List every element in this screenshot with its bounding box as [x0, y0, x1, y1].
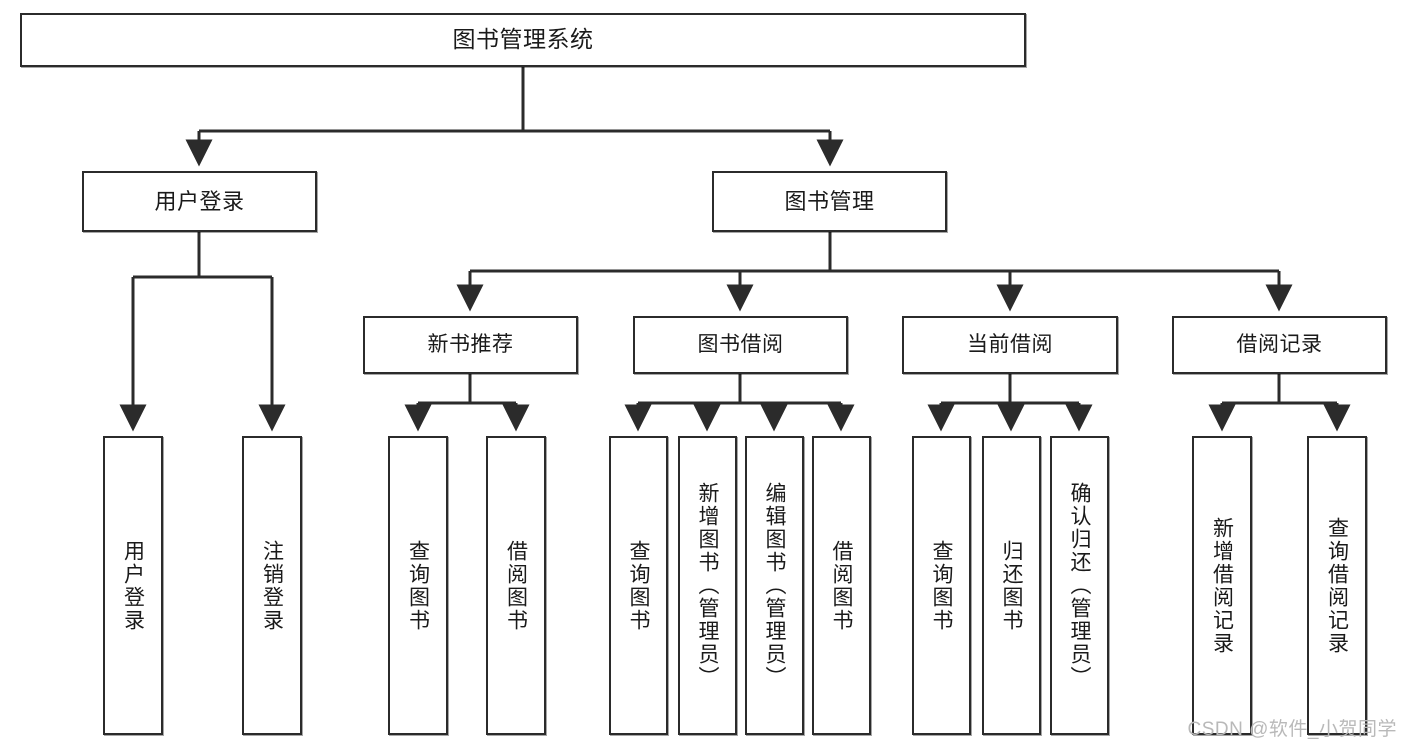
node-label: 用户登录 — [121, 539, 145, 632]
node-leaf-borrow-record-add[interactable]: 新增借阅记录 — [1192, 436, 1252, 735]
node-label: 图书管理系统 — [452, 26, 594, 53]
node-label: 查询借阅记录 — [1325, 516, 1349, 655]
node-label: 查询图书 — [930, 539, 954, 632]
node-label: 借阅记录 — [1236, 332, 1323, 356]
node-current-borrow[interactable]: 当前借阅 — [902, 316, 1118, 374]
node-leaf-new-book-borrow[interactable]: 借阅图书 — [486, 436, 546, 735]
node-user-login[interactable]: 用户登录 — [82, 171, 317, 232]
node-label: 编辑图书（管理员） — [763, 482, 787, 689]
node-root-library-system[interactable]: 图书管理系统 — [20, 13, 1026, 67]
node-new-book-recommend[interactable]: 新书推荐 — [363, 316, 578, 374]
node-label: 归还图书 — [1000, 539, 1024, 632]
node-leaf-book-borrow-borrow[interactable]: 借阅图书 — [812, 436, 871, 735]
node-leaf-borrow-record-query[interactable]: 查询借阅记录 — [1307, 436, 1367, 735]
node-leaf-book-borrow-query[interactable]: 查询图书 — [609, 436, 668, 735]
watermark-text: CSDN @软件_小贺同学 — [1187, 719, 1397, 740]
node-label: 注销登录 — [260, 539, 284, 632]
node-label: 当前借阅 — [967, 332, 1053, 356]
node-label: 确认归还（管理员） — [1068, 482, 1092, 689]
node-label: 查询图书 — [627, 539, 651, 632]
node-label: 图书借阅 — [697, 332, 784, 356]
node-label: 新增图书（管理员） — [696, 482, 720, 689]
node-label: 用户登录 — [154, 188, 245, 214]
node-label: 新增借阅记录 — [1210, 516, 1234, 655]
node-leaf-user-login-signin[interactable]: 用户登录 — [103, 436, 163, 735]
node-leaf-book-borrow-edit[interactable]: 编辑图书（管理员） — [745, 436, 804, 735]
node-label: 借阅图书 — [504, 539, 528, 632]
node-leaf-new-book-query[interactable]: 查询图书 — [388, 436, 448, 735]
node-label: 新书推荐 — [427, 332, 514, 356]
node-borrow-record[interactable]: 借阅记录 — [1172, 316, 1387, 374]
node-label: 查询图书 — [406, 539, 430, 632]
node-leaf-current-borrow-confirm-return[interactable]: 确认归还（管理员） — [1050, 436, 1109, 735]
node-book-management[interactable]: 图书管理 — [712, 171, 947, 232]
node-book-borrow[interactable]: 图书借阅 — [633, 316, 848, 374]
node-leaf-book-borrow-add[interactable]: 新增图书（管理员） — [678, 436, 737, 735]
node-label: 借阅图书 — [830, 539, 854, 632]
node-leaf-current-borrow-return[interactable]: 归还图书 — [982, 436, 1041, 735]
node-leaf-user-login-signout[interactable]: 注销登录 — [242, 436, 302, 735]
node-leaf-current-borrow-query[interactable]: 查询图书 — [912, 436, 971, 735]
node-label: 图书管理 — [784, 188, 875, 214]
